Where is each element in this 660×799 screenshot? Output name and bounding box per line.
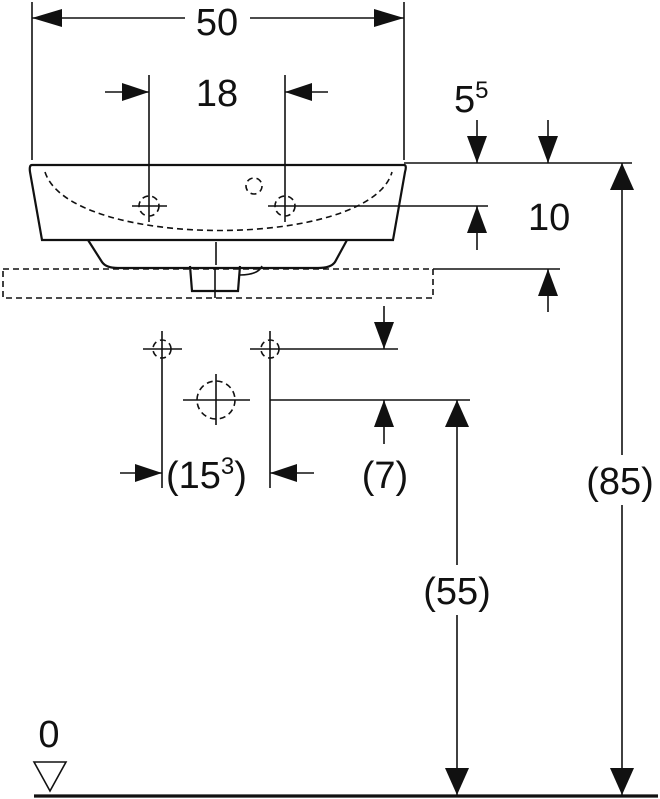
waste-outlet-centre (183, 374, 470, 425)
waste-connection-left (143, 331, 182, 367)
waste-drop-label: (7) (362, 455, 408, 497)
tap-hole-left (132, 190, 167, 222)
washbasin-outline (28, 163, 407, 270)
width-label: 50 (196, 2, 238, 44)
floor-level-triangle-icon (32, 761, 68, 793)
waste-connection-right (250, 331, 398, 367)
waste-drop-dimension (374, 400, 394, 444)
width-dimension (31, 2, 405, 160)
waste-height-dimension (445, 400, 469, 795)
rim-height-dimension (610, 163, 634, 795)
tap-spacing-label: 18 (196, 73, 238, 115)
waste-height-label: (55) (423, 571, 491, 613)
waste-drop-arrow (374, 306, 394, 349)
rim-offset-dimension (404, 120, 632, 164)
rim-to-taphole-label: 10 (528, 197, 570, 239)
rim-height-label: (85) (586, 461, 654, 503)
rim-to-taphole-dimension (302, 205, 488, 250)
tap-hole-right (268, 190, 302, 222)
waste-spacing-label: (153) (166, 453, 247, 497)
waste-fitting (188, 242, 263, 298)
vanity-unit-outline (2, 268, 434, 299)
vanity-dimension (433, 268, 560, 312)
waste-spacing-dimension (120, 367, 314, 488)
tap-spacing-dimension (105, 75, 328, 190)
floor-level-label: 0 (38, 714, 59, 756)
rim-offset-label: 55 (454, 77, 489, 121)
overflow-hole (245, 177, 263, 195)
